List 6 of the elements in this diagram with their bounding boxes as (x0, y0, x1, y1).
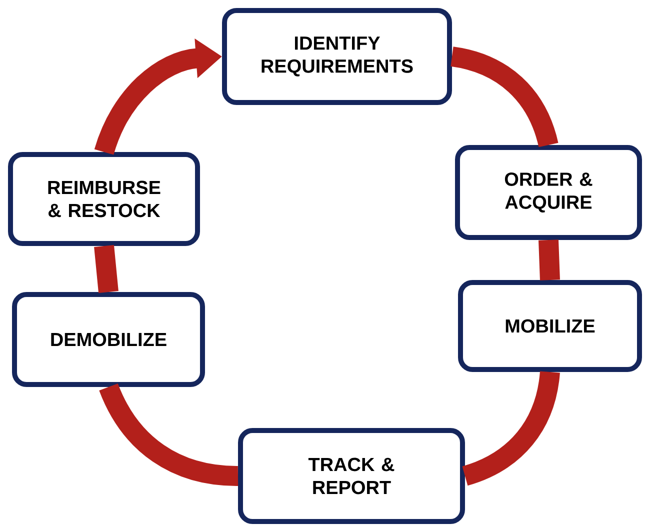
process-box: REIMBURSE & RESTOCK (8, 152, 200, 246)
process-box: DEMOBILIZE (12, 292, 205, 387)
process-box: IDENTIFY REQUIREMENTS (222, 8, 452, 105)
process-box: MOBILIZE (458, 280, 642, 372)
process-box: TRACK & REPORT (238, 428, 465, 524)
process-box: ORDER & ACQUIRE (455, 145, 642, 240)
